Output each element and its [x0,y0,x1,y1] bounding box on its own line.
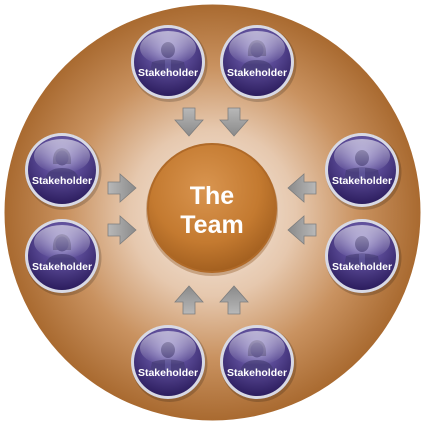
arrow-icon [219,285,249,315]
stakeholder-label: Stakeholder [32,175,92,187]
stakeholder-node: Stakeholder [131,25,208,102]
stakeholder-label: Stakeholder [332,261,392,273]
arrows-group [107,107,317,315]
stakeholder-label: Stakeholder [32,261,92,273]
arrow-icon [174,107,204,137]
stakeholder-node: Stakeholder [220,325,297,402]
stakeholder-node: Stakeholder [220,25,297,102]
stakeholder-label: Stakeholder [227,67,287,79]
arrow-icon [107,173,137,203]
stakeholder-node: Stakeholder [325,133,402,210]
stakeholder-label: Stakeholder [138,67,198,79]
arrow-icon [287,215,317,245]
arrow-icon [219,107,249,137]
center-label-line1: The [190,182,235,210]
center-circle: The Team [146,143,278,276]
stakeholder-node: Stakeholder [25,219,102,296]
arrow-icon [174,285,204,315]
stakeholder-label: Stakeholder [138,367,198,379]
stakeholder-node: Stakeholder [131,325,208,402]
stakeholder-node: Stakeholder [25,133,102,210]
arrow-icon [107,215,137,245]
center-label-line2: Team [180,211,243,239]
stakeholder-label: Stakeholder [332,175,392,187]
arrow-icon [287,173,317,203]
stakeholder-label: Stakeholder [227,367,287,379]
stakeholder-node: Stakeholder [325,219,402,296]
